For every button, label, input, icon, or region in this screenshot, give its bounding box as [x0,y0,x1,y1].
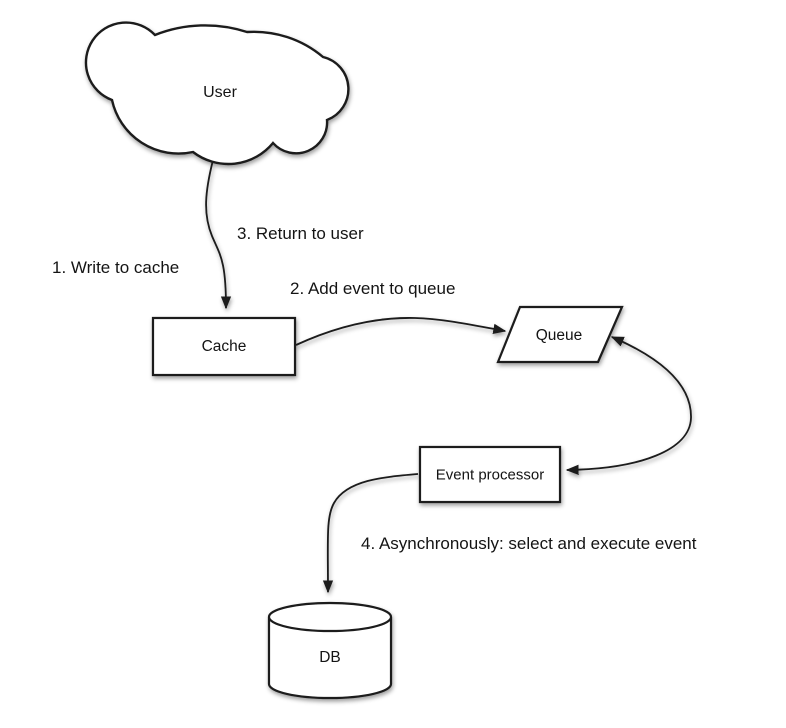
step-3-return-to-user-label: 3. Return to user [237,224,364,243]
queue-node-label: Queue [535,327,583,345]
edge-event-processor-to-db [322,473,419,594]
step-2-add-event-to-queue-label: 2. Add event to queue [290,279,456,298]
queue-node-shape [496,305,624,364]
user-node-label: User [203,83,237,101]
step-4-async-select-execute-label: 4. Asynchronously: select and execute ev… [361,534,697,553]
edge-user-to-cache [205,159,232,310]
edge-cache-to-queue [295,317,507,346]
cache-node-label: Cache [201,338,247,356]
event-processor-node-label: Event processor [435,466,545,484]
user-cloud-shape [84,21,350,166]
cache-node-shape [151,316,297,377]
edge-queue-event-processor [565,336,692,476]
db-node-label: DB [319,649,341,667]
step-1-write-to-cache-label: 1. Write to cache [52,258,180,277]
event-processor-node-shape [418,445,562,504]
db-node-shape [267,601,393,700]
